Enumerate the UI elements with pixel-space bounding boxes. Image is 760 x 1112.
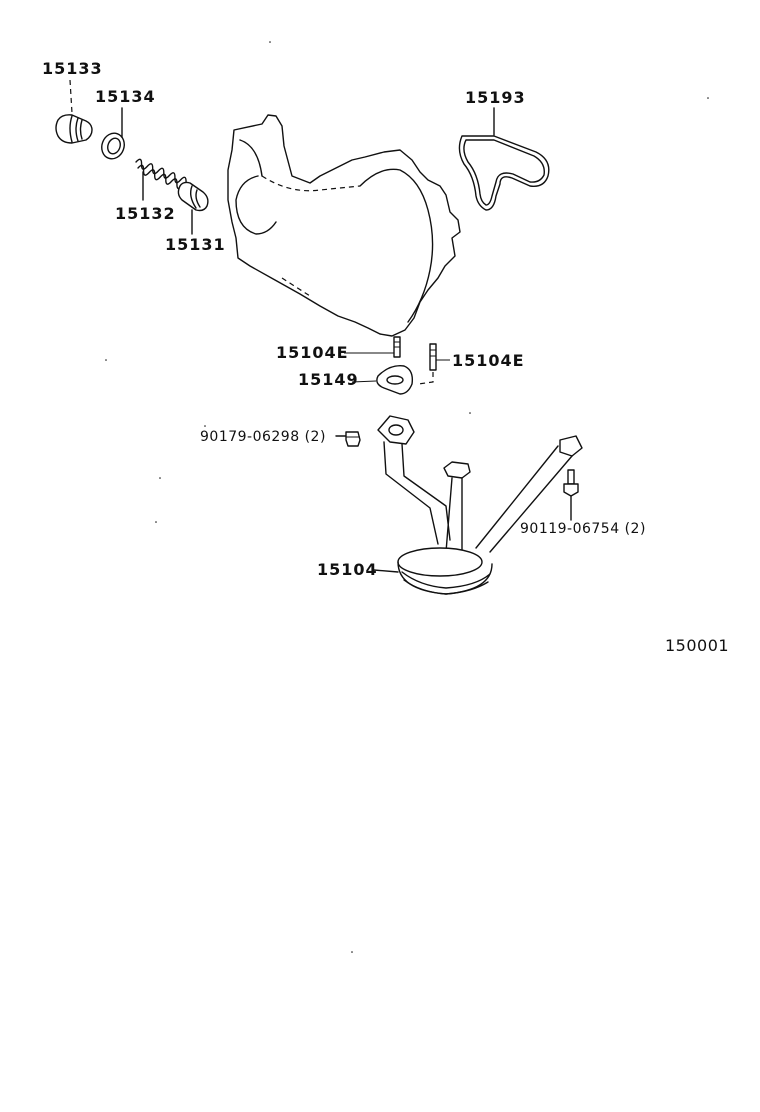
flange-15149-drawing[interactable] [351,365,414,395]
valve-15131-drawing[interactable] [177,181,209,235]
stud-15104E-right-drawing[interactable] [417,343,450,385]
spring-15132-drawing[interactable] [135,158,188,201]
ring-15134-drawing[interactable] [98,107,128,162]
part-label-15104E-left[interactable]: 15104E [276,343,349,362]
gasket-15193-drawing[interactable] [458,107,550,211]
part-label-15132[interactable]: 15132 [115,204,176,223]
bolt-90119-drawing[interactable] [563,469,579,521]
part-label-15134[interactable]: 15134 [95,87,156,106]
part-label-15104E-right[interactable]: 15104E [452,351,525,370]
part-label-15104[interactable]: 15104 [317,560,378,579]
part-label-15149[interactable]: 15149 [298,370,359,389]
plug-15133-drawing[interactable] [55,79,93,144]
strainer-15104-drawing[interactable] [373,415,583,595]
scan-specks [105,41,709,953]
stud-15104E-left-drawing[interactable] [344,336,401,358]
part-label-15193[interactable]: 15193 [465,88,526,107]
housing-drawing [227,114,461,337]
part-label-15133[interactable]: 15133 [42,59,103,78]
part-label-90179-06298[interactable]: 90179-06298 (2) [200,429,326,445]
nut-90179-drawing[interactable] [335,431,361,447]
part-label-90119-06754[interactable]: 90119-06754 (2) [520,521,646,537]
part-label-15131[interactable]: 15131 [165,235,226,254]
figure-code: 150001 [665,636,730,655]
